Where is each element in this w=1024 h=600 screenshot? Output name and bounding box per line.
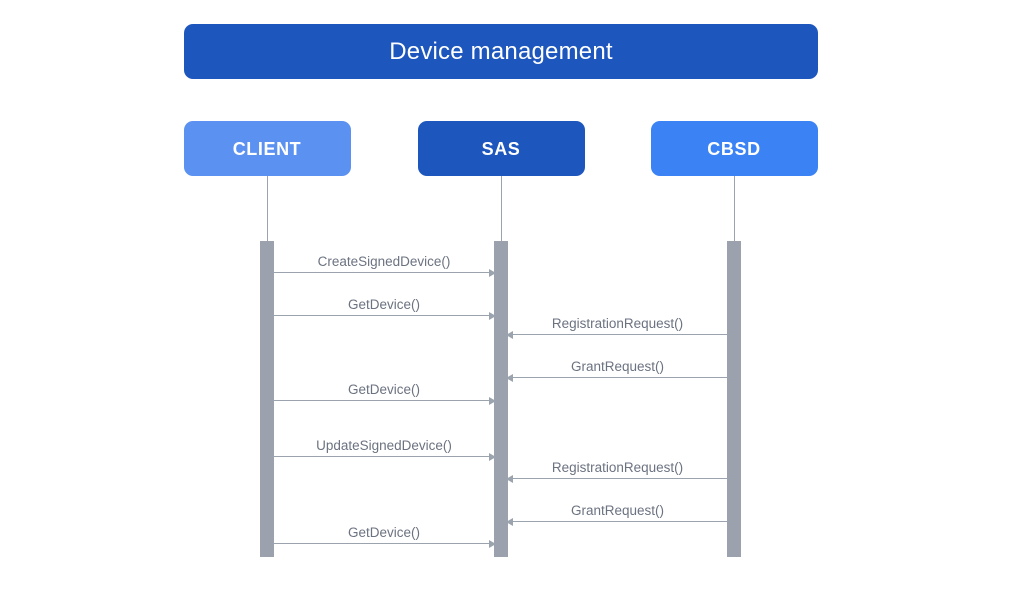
arrowhead-left-icon (506, 330, 513, 339)
message-line (273, 400, 495, 401)
message-line (273, 272, 495, 273)
participant-box-client[interactable]: CLIENT (183, 121, 351, 176)
message-line (507, 478, 728, 479)
message-label: CreateSignedDevice() (317, 253, 451, 269)
message-line (273, 543, 495, 544)
message-label: RegistrationRequest() (551, 459, 684, 475)
activation-bar-client (260, 241, 274, 557)
message-line (507, 377, 728, 378)
message-label: GetDevice() (347, 296, 420, 312)
message-label: GetDevice() (347, 381, 420, 397)
arrowhead-left-icon (506, 517, 513, 526)
lifeline-sas (501, 176, 502, 241)
message-label: UpdateSignedDevice() (316, 437, 452, 453)
message-line (507, 521, 728, 522)
arrowhead-right-icon (489, 268, 496, 277)
message-line (273, 315, 495, 316)
activation-bar-cbsd (727, 241, 741, 557)
diagram-title-banner: Device management (184, 24, 818, 79)
participant-box-cbsd[interactable]: CBSD (650, 121, 818, 176)
participant-label-cbsd: CBSD (707, 138, 761, 159)
arrowhead-right-icon (489, 539, 496, 548)
message-line (507, 334, 728, 335)
message-label: GetDevice() (347, 524, 420, 540)
diagram-title-text: Device management (389, 37, 613, 65)
message-label: GrantRequest() (570, 358, 665, 374)
arrowhead-left-icon (506, 373, 513, 382)
activation-bar-sas (494, 241, 508, 557)
arrowhead-right-icon (489, 396, 496, 405)
message-label: RegistrationRequest() (551, 315, 684, 331)
participant-box-sas[interactable]: SAS (417, 121, 585, 176)
participant-label-sas: SAS (481, 138, 521, 159)
lifeline-cbsd (734, 176, 735, 241)
arrowhead-right-icon (489, 311, 496, 320)
lifeline-client (267, 176, 268, 241)
arrowhead-right-icon (489, 452, 496, 461)
message-line (273, 456, 495, 457)
arrowhead-left-icon (506, 474, 513, 483)
participant-label-client: CLIENT (232, 138, 302, 159)
message-label: GrantRequest() (570, 502, 665, 518)
